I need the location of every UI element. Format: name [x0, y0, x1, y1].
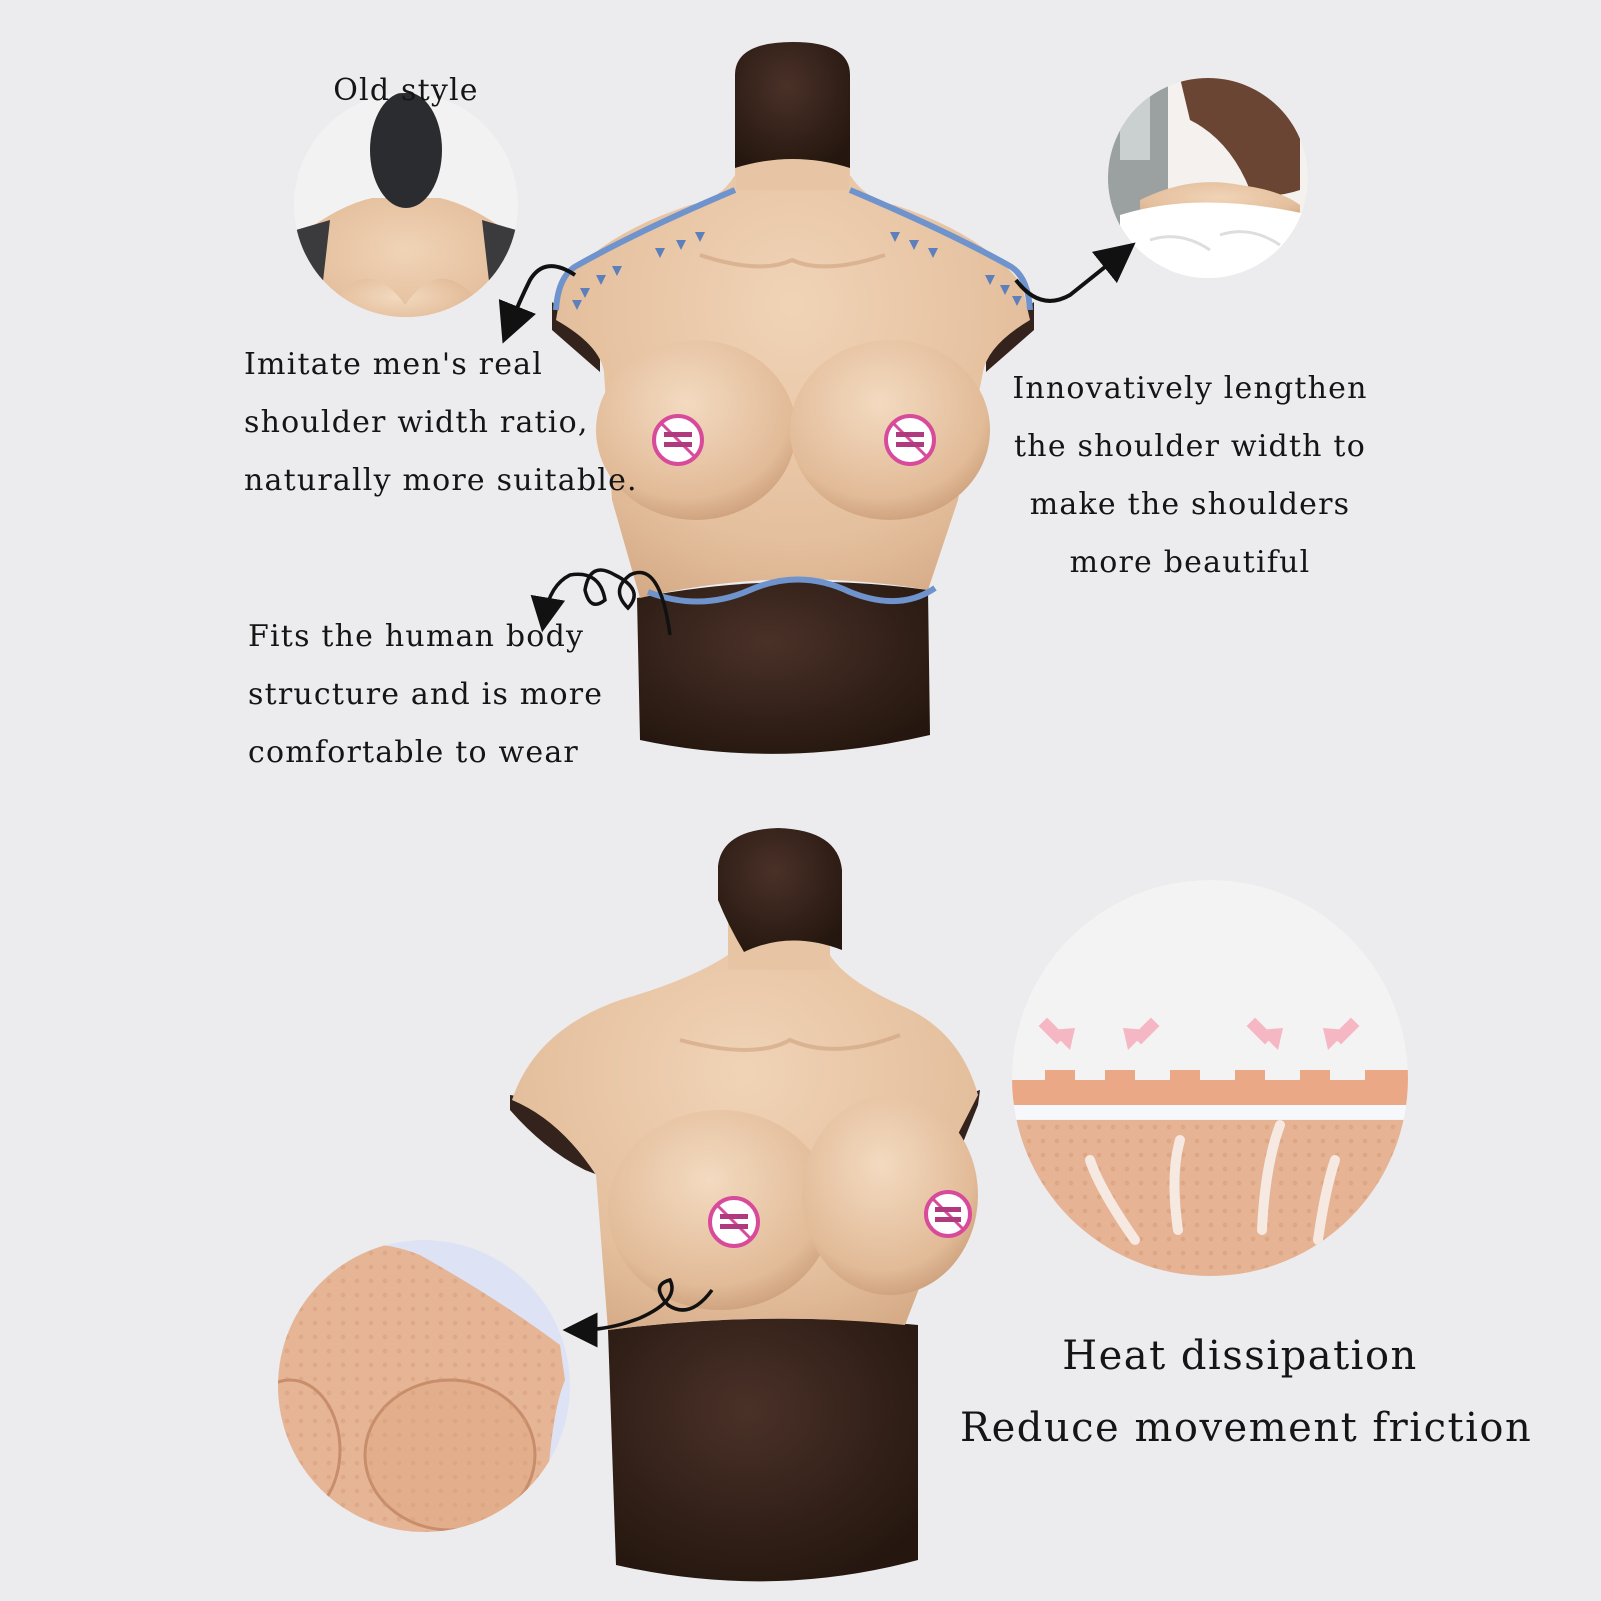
right-caption-line: Innovatively lengthen [1012, 371, 1368, 406]
feature-reduce-friction: Reduce movement friction [960, 1405, 1533, 1451]
censor-mark-icon [924, 1190, 972, 1238]
left-caption-line: Imitate men's real [244, 347, 544, 382]
feature-heat-dissipation: Heat dissipation [1062, 1333, 1418, 1379]
waist-caption-line: Fits the human body [248, 619, 585, 654]
left-caption: Imitate men's real shoulder width ratio,… [244, 336, 638, 510]
arrow-curved-icon [498, 264, 577, 344]
waist-caption-line: structure and is more [248, 677, 604, 712]
left-caption-line: naturally more suitable. [244, 463, 638, 498]
old-style-label: Old style [333, 73, 479, 108]
heat-arrow-icon [1038, 1017, 1360, 1050]
arrow-curved-icon [562, 1277, 714, 1348]
right-caption-line: make the shoulders [1029, 487, 1351, 522]
censor-mark-icon [708, 1196, 760, 1248]
censor-mark-icon [884, 414, 936, 466]
skin-texture-icon [278, 1240, 570, 1532]
heat-arrow-icon [1085, 1120, 1340, 1245]
blue-arrow-icon [572, 232, 1022, 310]
off-shoulder-photo [1108, 78, 1308, 278]
left-caption-line: shoulder width ratio, [244, 405, 589, 440]
heat-dissipation-diagram [1012, 880, 1408, 1276]
right-caption-line: the shoulder width to [1014, 429, 1366, 464]
right-caption: Innovatively lengthen the shoulder width… [990, 360, 1390, 592]
waist-caption-line: comfortable to wear [248, 735, 579, 770]
censor-mark-icon [652, 414, 704, 466]
top-bodysuit-figure [552, 42, 1034, 754]
old-style-thumbnail [294, 93, 518, 317]
right-caption-line: more beautiful [1069, 545, 1311, 580]
arrow-spiral-icon [530, 568, 672, 636]
arrow-curved-icon [1014, 242, 1136, 303]
waist-caption: Fits the human body structure and is mor… [248, 608, 603, 782]
